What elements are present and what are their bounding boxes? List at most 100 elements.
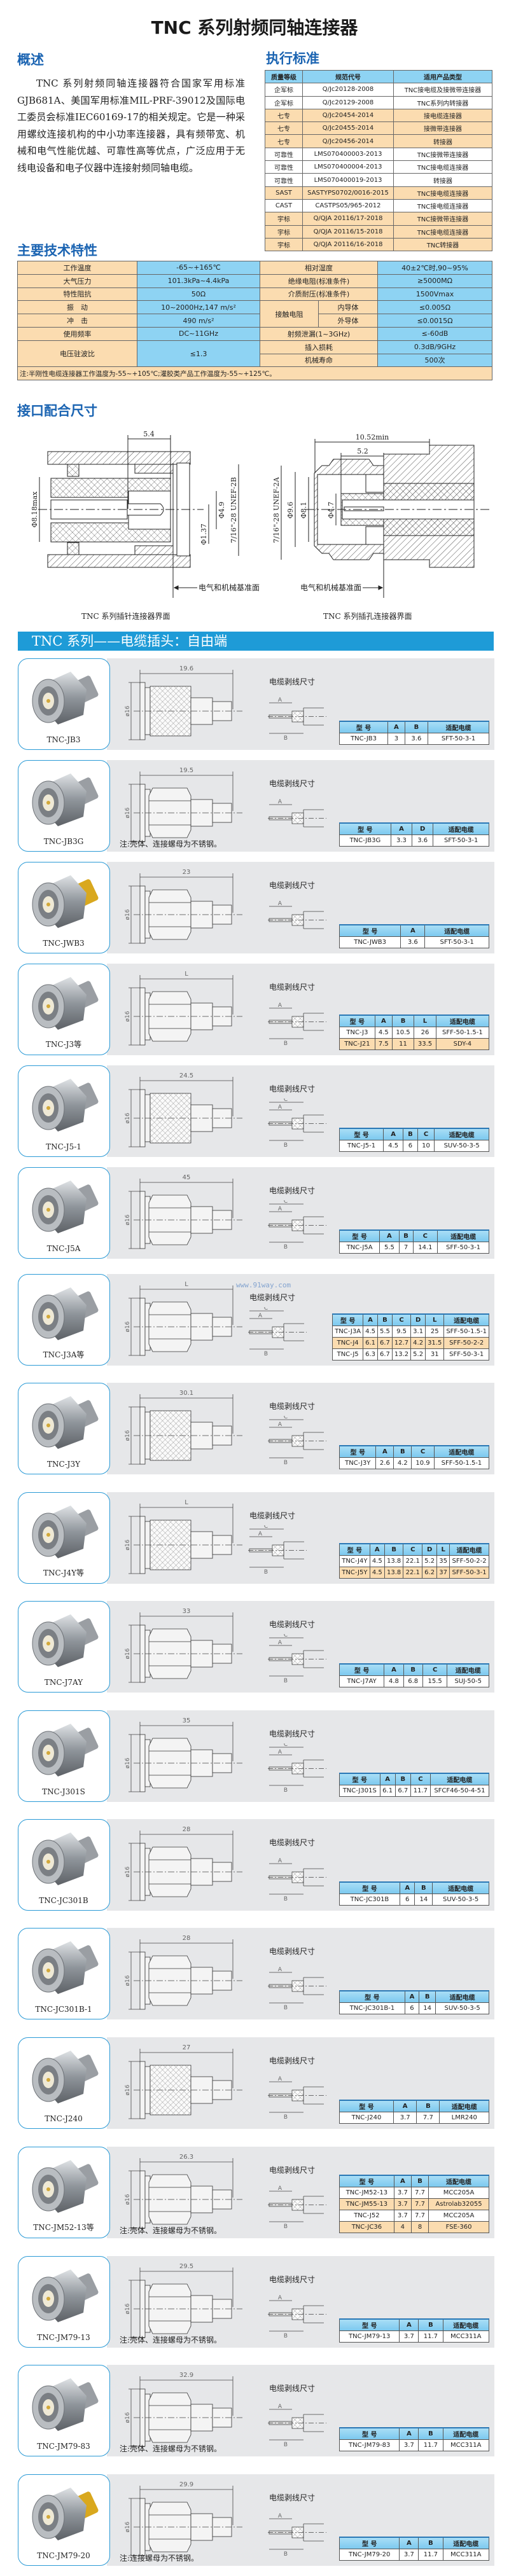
col-header: 型 号 — [338, 1444, 377, 1458]
product-photo[interactable]: TNC-J301S — [18, 1710, 110, 1802]
product-photo[interactable]: TNC-JB3G — [18, 760, 110, 852]
product-dim-diameter: ø16 — [125, 705, 131, 716]
table-cell: SFT-50-3-1 — [428, 733, 489, 745]
table-cell: TNC-JM52-13 — [339, 2187, 394, 2199]
product-photo[interactable]: TNC-J5-1 — [18, 1065, 110, 1157]
product-dim-length: L — [185, 971, 188, 978]
col-header: A — [363, 1313, 378, 1326]
product-outline-drawing: 23 ø16 — [125, 869, 242, 944]
table-cell: FSE-360 — [428, 2221, 489, 2233]
col-header: B — [418, 2318, 443, 2331]
strip-dim-label: C — [284, 1098, 288, 1103]
table-cell: 10.9 — [411, 1457, 435, 1469]
table-cell: TNC-J5 — [332, 1348, 364, 1361]
table-cell: 15.5 — [422, 1675, 448, 1687]
table-cell: 7.7 — [416, 2112, 440, 2124]
col-header: B — [416, 2099, 440, 2112]
connector-photo-icon — [32, 977, 99, 1030]
standards-cell: Q/Jc20455-2014 — [302, 121, 394, 135]
strip-label: 电缆剥线尺寸 — [249, 1511, 296, 1520]
product-card: TNC-JB3G 19.5 ø16 电缆剥线尺寸 — [18, 760, 494, 852]
spec-label: 外导体 — [318, 314, 378, 328]
col-header: 适配电缆 — [429, 1772, 490, 1785]
product-photo[interactable]: TNC-J3等 — [18, 964, 110, 1055]
col-header: A — [383, 1127, 404, 1140]
product-photo[interactable]: TNC-J7AY — [18, 1601, 110, 1693]
product-photo[interactable]: TNC-JM79-83 — [18, 2365, 110, 2456]
product-card: TNC-JC301B 28 ø16 电缆剥线尺寸 — [18, 1819, 494, 1911]
product-model: TNC-JC301B-1 — [35, 2005, 92, 2014]
product-model: TNC-JM79-20 — [37, 2551, 90, 2560]
standards-cell: 可靠性 — [265, 160, 303, 174]
strip-dim-label: A — [258, 1531, 263, 1537]
col-header: 适配电缆 — [447, 1663, 489, 1676]
table-cell: 6.1 — [363, 1337, 378, 1349]
product-photo[interactable]: TNC-JB3 — [18, 658, 110, 750]
product-photo[interactable]: TNC-JWB3 — [18, 862, 110, 953]
table-cell: Astrolab32055 — [428, 2198, 489, 2210]
table-cell: TNC-JC301B-1 — [339, 2002, 405, 2014]
product-card: TNC-JM79-20 29.9 ø16 电缆剥线尺寸 — [18, 2474, 494, 2566]
strip-dim-label: B — [284, 2114, 288, 2121]
table-cell: 31.5 — [425, 1337, 445, 1349]
product-note: 注:壳体、连接螺母为不锈钢。 — [120, 2226, 222, 2235]
product-outline-drawing: L ø16 — [125, 971, 242, 1046]
standards-cell: CAST — [265, 198, 303, 213]
table-cell: SUV-50-3-5 — [432, 1894, 489, 1906]
connector-photo-icon — [32, 1506, 99, 1558]
product-outline-drawing: 29.9 ø16 — [125, 2481, 242, 2556]
table-cell: 3.6 — [412, 834, 434, 847]
col-header: 型 号 — [338, 924, 401, 937]
spec-label: 射频泄漏(1~3GHz) — [260, 326, 378, 341]
col-header: B — [414, 1881, 433, 1894]
strip-label: 电缆剥线尺寸 — [269, 983, 316, 992]
table-cell: 11.7 — [418, 2549, 443, 2561]
strip-dim-label: B — [284, 1678, 288, 1684]
strip-label: 电缆剥线尺寸 — [269, 2166, 316, 2175]
strip-dim-label: A — [278, 1858, 282, 1864]
table-cell: 12.7 — [391, 1337, 412, 1349]
product-photo[interactable]: TNC-JM52-13等 — [18, 2147, 110, 2238]
strip-dim-label: B — [284, 2442, 288, 2448]
product-photo[interactable]: TNC-JM79-13 — [18, 2256, 110, 2348]
col-header: A — [390, 822, 413, 835]
product-model: TNC-J5-1 — [46, 1142, 81, 1151]
product-photo[interactable]: TNC-J3Y — [18, 1383, 110, 1474]
standards-cell: TNC接微带连接器 — [393, 147, 492, 162]
table-cell: 7.7 — [410, 2210, 429, 2222]
spec-label: 电压驻波比 — [17, 340, 137, 368]
product-photo[interactable]: TNC-J5A — [18, 1167, 110, 1259]
col-header: 适配电缆 — [449, 1542, 489, 1556]
col-header: A — [404, 1990, 420, 2003]
col-header: A — [379, 1229, 400, 1242]
table-cell: 3.3 — [390, 834, 413, 847]
product-card: TNC-JM52-13等 26.3 ø16 电缆剥线尺寸 — [18, 2147, 494, 2238]
strip-dim-label: A — [278, 2404, 282, 2410]
table-cell: 4.5 — [374, 1027, 393, 1039]
connector-photo-icon — [32, 672, 99, 724]
watermark: www.91way.com — [236, 1281, 291, 1289]
product-photo[interactable]: TNC-J3A等 — [18, 1274, 110, 1366]
spec-label: 冲 击 — [17, 314, 137, 328]
product-photo[interactable]: TNC-J4Y等 — [18, 1492, 110, 1584]
jack-caption: TNC 系列插孔连接器界面 — [323, 612, 412, 621]
product-photo[interactable]: TNC-JM79-20 — [18, 2474, 110, 2566]
col-header: B — [418, 2536, 443, 2549]
col-header: B — [403, 1663, 423, 1676]
col-header: A — [384, 1663, 404, 1676]
table-cell: TNC-JB3 — [338, 733, 389, 745]
product-photo[interactable]: TNC-J240 — [18, 2037, 110, 2129]
product-photo[interactable]: TNC-JC301B — [18, 1819, 110, 1911]
spec-value: 10~2000Hz,147 m/s² — [137, 300, 260, 315]
table-cell: 3.7 — [399, 2439, 419, 2451]
spec-label: 特性阻抗 — [17, 287, 137, 301]
product-photo[interactable]: TNC-JC301B-1 — [18, 1928, 110, 2019]
